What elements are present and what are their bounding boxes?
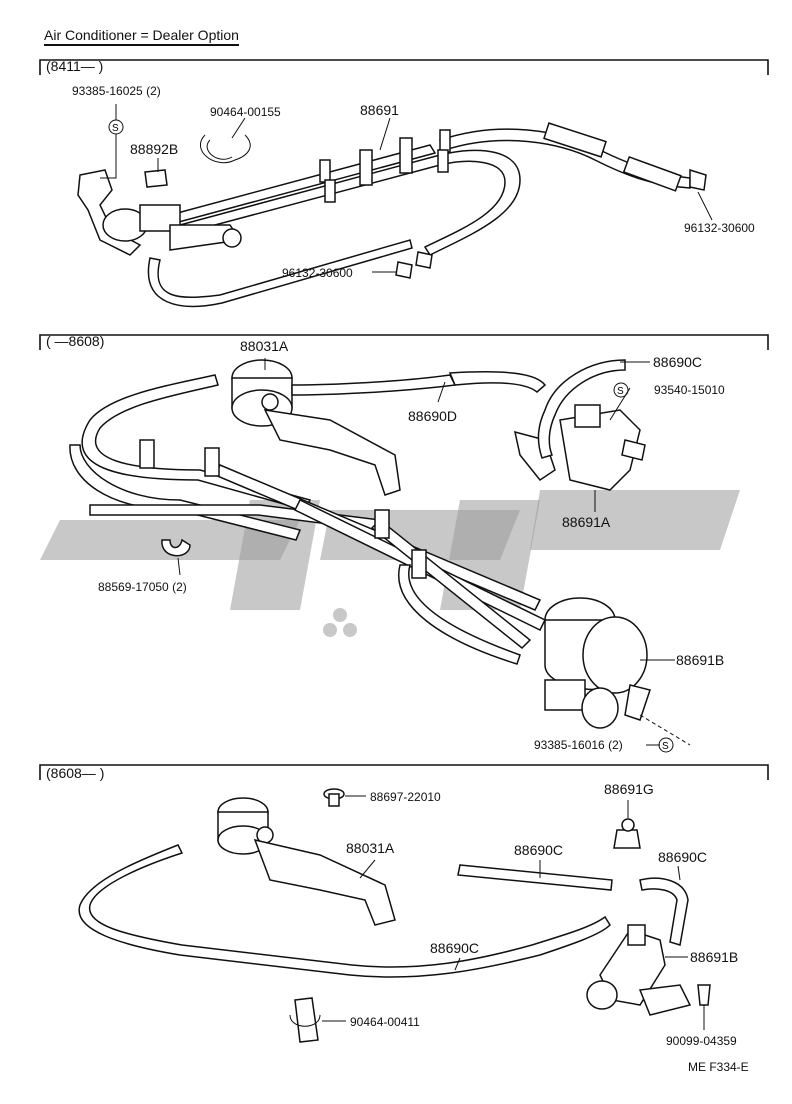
label-90099-04359: 90099-04359 bbox=[666, 1034, 737, 1048]
label-93385-16016: 93385-16016 (2) bbox=[534, 738, 623, 752]
s-symbol-3: S bbox=[662, 741, 669, 752]
section-1-drawing bbox=[77, 122, 707, 308]
s-symbol-2: S bbox=[617, 386, 624, 397]
label-88690c-middle: 88690C bbox=[514, 842, 564, 858]
label-88691b-top: 88691B bbox=[676, 652, 725, 668]
label-88690c-top: 88690C bbox=[653, 354, 703, 370]
label-88691a: 88691A bbox=[562, 514, 611, 530]
label-88691: 88691 bbox=[360, 102, 399, 118]
section-frames bbox=[39, 59, 769, 780]
s-symbols bbox=[108, 119, 674, 753]
section-3-leaders bbox=[322, 795, 688, 1022]
label-96132-30600-right: 96132-30600 bbox=[684, 221, 755, 235]
section-3-range: (8608— ) bbox=[46, 765, 105, 781]
label-93540-15010: 93540-15010 bbox=[654, 383, 725, 397]
label-90464-00411: 90464-00411 bbox=[350, 1015, 420, 1029]
label-88031a-top: 88031A bbox=[240, 338, 289, 354]
label-93385-16025: 93385-16025 (2) bbox=[72, 84, 161, 98]
label-88697-22010: 88697-22010 bbox=[370, 790, 441, 804]
s-symbol-1: S bbox=[112, 123, 119, 134]
section-2-range: ( —8608) bbox=[46, 333, 105, 349]
page-title: Air Conditioner = Dealer Option bbox=[44, 28, 239, 46]
section-2-drawing bbox=[69, 359, 691, 746]
label-88691b-bottom: 88691B bbox=[690, 949, 739, 965]
section-1-range: (8411— ) bbox=[46, 58, 104, 74]
label-88691g: 88691G bbox=[604, 781, 654, 797]
label-88690d: 88690D bbox=[408, 408, 458, 424]
label-96132-30600-left: 96132-30600 bbox=[282, 266, 353, 280]
label-88690c-right: 88690C bbox=[658, 849, 708, 865]
label-88031a-bottom: 88031A bbox=[346, 840, 395, 856]
section-1-leaders bbox=[100, 104, 713, 273]
label-88690c-loop: 88690C bbox=[430, 940, 480, 956]
label-88892b: 88892B bbox=[130, 141, 179, 157]
label-88569-17050: 88569-17050 (2) bbox=[98, 580, 187, 594]
section-3-drawing bbox=[78, 788, 711, 1043]
footer-code: ME F334-E bbox=[688, 1060, 749, 1074]
label-90464-00155: 90464-00155 bbox=[210, 105, 281, 119]
